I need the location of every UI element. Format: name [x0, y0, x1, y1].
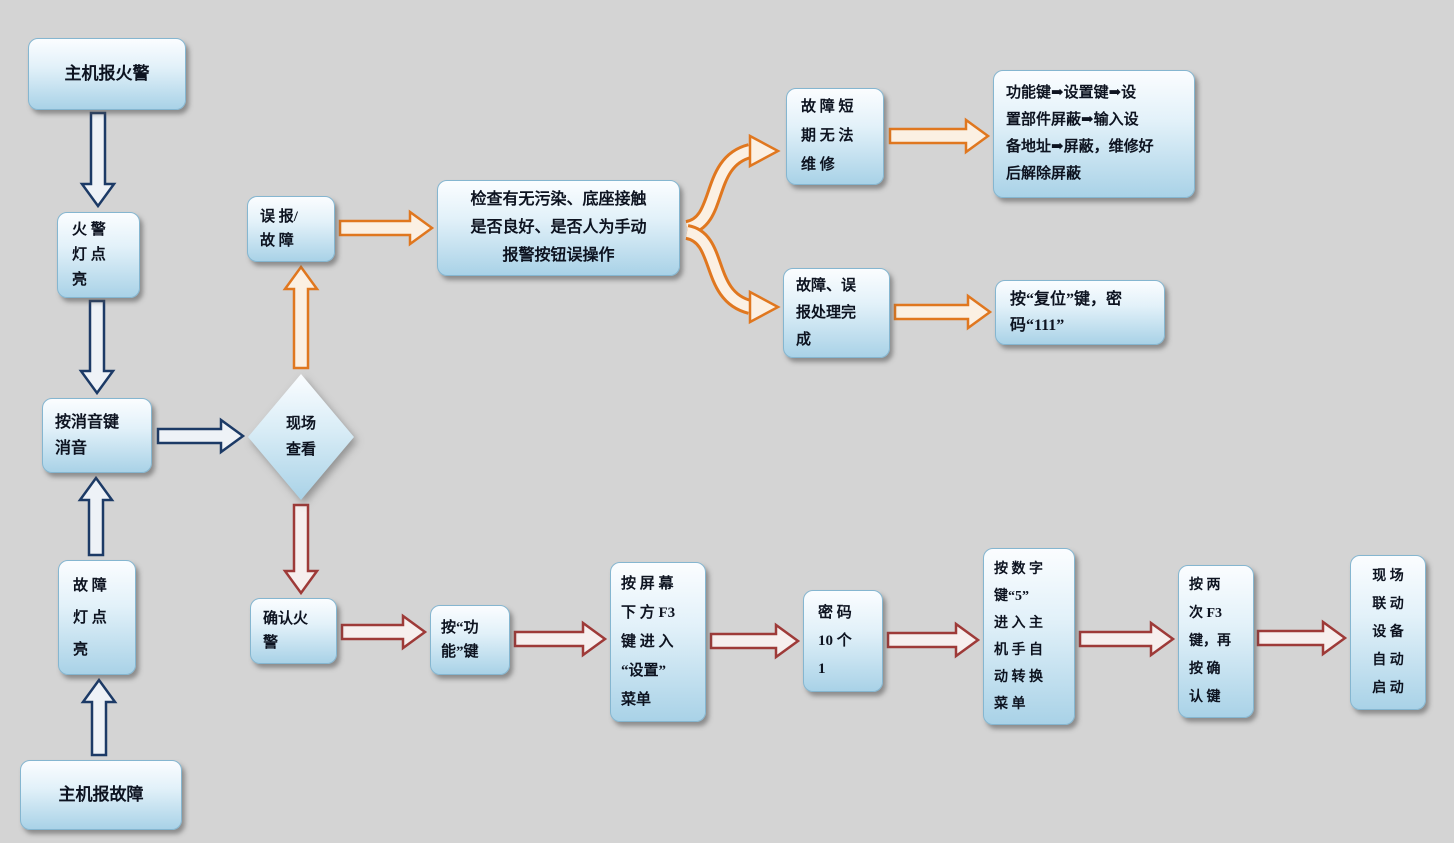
node-label: 主机报火警 — [64, 64, 150, 84]
node-label: 误 报/ 故 障 — [260, 209, 298, 249]
arrow-sitecheck-to-confirm — [282, 503, 320, 596]
node-label: 故 障 灯 点 亮 — [73, 577, 107, 658]
node-password: 密 码 10 个 1 — [803, 590, 883, 692]
node-label: 按 数 字 键“5” 进 入 主 机 手 自 动 转 换 菜 单 — [994, 561, 1043, 712]
node-label: 按“复位”键，密 码“111” — [1010, 290, 1123, 334]
node-label: 按消音键 消音 — [55, 413, 120, 457]
node-check-cause: 检查有无污染、底座接触 是否良好、是否人为手动 报警按钮误操作 — [437, 180, 680, 276]
node-label: 密 码 10 个 1 — [818, 605, 852, 677]
arrow-function-to-f3menu — [513, 620, 608, 658]
node-label: 火 警 灯 点 亮 — [72, 221, 106, 288]
node-main-fire-alarm: 主机报火警 — [28, 38, 186, 110]
curved-arrow-to-norepair — [684, 133, 781, 236]
arrow-resolved-to-reset — [893, 293, 993, 331]
node-shield-procedure: 功能键➡设置键➡设 置部件屏蔽➡输入设 备地址➡屏蔽，维修好 后解除屏蔽 — [993, 70, 1195, 198]
node-press-f3-twice: 按 两 次 F3 键，再 按 确 认 键 — [1178, 565, 1254, 718]
arrow-falsealarm-to-inspect — [338, 209, 435, 247]
node-fault-no-repair: 故 障 短 期 无 法 维 修 — [786, 88, 884, 185]
arrow-confirm-to-function — [340, 613, 428, 651]
arrow-fire-to-light — [79, 111, 117, 209]
arrow-press5-to-f3twice — [1078, 620, 1176, 658]
arrow-mute-to-sitecheck — [156, 417, 246, 455]
arrow-f3twice-to-autostart — [1256, 619, 1348, 657]
node-press-reset: 按“复位”键，密 码“111” — [995, 280, 1165, 345]
node-false-alarm: 误 报/ 故 障 — [247, 196, 335, 262]
node-press-function-key: 按“功 能”键 — [430, 605, 510, 675]
node-f3-setup-menu: 按 屏 幕 下 方 F3 键 进 入 “设置” 菜单 — [610, 562, 706, 722]
node-site-check: 现场 查看 — [248, 374, 354, 500]
node-label: 按 两 次 F3 键，再 按 确 认 键 — [1189, 577, 1231, 705]
node-main-fault-alarm: 主机报故障 — [20, 760, 182, 830]
node-label: 按“功 能”键 — [441, 620, 479, 660]
arrow-faultlight-to-mute — [77, 475, 115, 557]
node-fault-light-on: 故 障 灯 点 亮 — [58, 560, 136, 675]
arrow-light-to-mute — [78, 299, 116, 396]
node-label: 故障、误 报处理完 成 — [796, 277, 857, 348]
arrow-f3menu-to-password — [709, 622, 801, 660]
node-label: 现场 查看 — [285, 416, 316, 458]
node-fault-resolved: 故障、误 报处理完 成 — [783, 268, 890, 358]
node-label: 功能键➡设置键➡设 置部件屏蔽➡输入设 备地址➡屏蔽，维修好 后解除屏蔽 — [1006, 85, 1154, 182]
node-press-5-menu: 按 数 字 键“5” 进 入 主 机 手 自 动 转 换 菜 单 — [983, 548, 1075, 725]
node-label: 主机报故障 — [58, 785, 144, 805]
node-label: 确认火 警 — [263, 611, 309, 651]
arrow-faultbox-to-faultlight — [80, 677, 118, 757]
node-label: 检查有无污染、底座接触 是否良好、是否人为手动 报警按钮误操作 — [470, 191, 647, 264]
node-label: 故 障 短 期 无 法 维 修 — [801, 99, 854, 173]
arrow-norepair-to-shield — [888, 117, 991, 155]
arrow-sitecheck-to-falsealarm — [282, 264, 320, 370]
node-confirm-fire: 确认火 警 — [250, 598, 337, 664]
node-label: 按 屏 幕 下 方 F3 键 进 入 “设置” 菜单 — [621, 575, 676, 708]
node-press-mute: 按消音键 消音 — [42, 398, 152, 473]
node-fire-light-on: 火 警 灯 点 亮 — [57, 212, 140, 298]
node-label: 现 场 联 动 设 备 自 动 启 动 — [1372, 568, 1404, 696]
node-device-auto-start: 现 场 联 动 设 备 自 动 启 动 — [1350, 555, 1426, 710]
curved-arrow-to-resolved — [684, 224, 781, 325]
arrow-password-to-press5 — [886, 621, 981, 659]
